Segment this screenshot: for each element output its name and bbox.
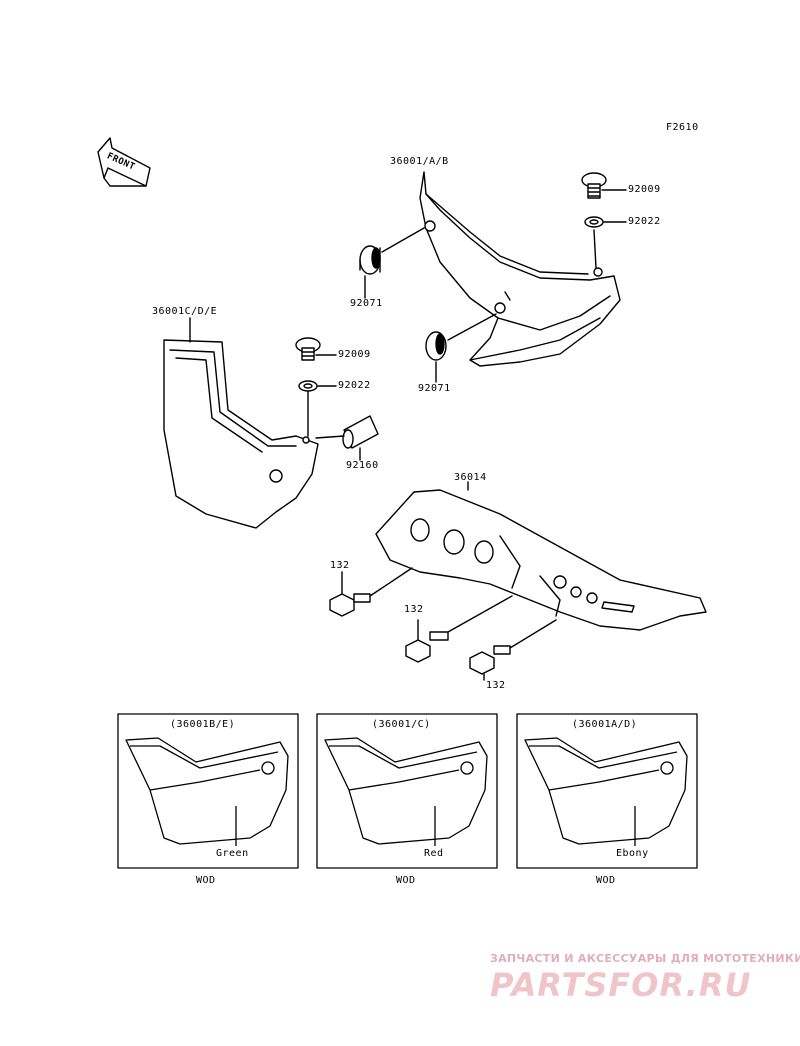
part-label-bolt-left[interactable]: 92009	[338, 349, 371, 360]
variant-cover-2-icon	[324, 737, 488, 846]
chain-guard	[375, 489, 707, 631]
variant-cover-1-icon	[125, 737, 289, 846]
diagram-code: F2610	[666, 122, 699, 133]
side-cover-upper	[419, 171, 621, 367]
washer-left-icon	[298, 380, 318, 392]
variant-2-color: Red	[424, 848, 444, 859]
part-label-grommet-lower[interactable]: 92071	[418, 383, 451, 394]
variant-2-part[interactable]: (36001/C)	[372, 719, 431, 730]
side-cover-left	[163, 339, 319, 529]
variant-1-part[interactable]: (36001B/E)	[170, 719, 236, 730]
watermark-tagline: ЗАПЧАСТИ И АКСЕССУАРЫ ДЛЯ МОТОТЕХНИКИ	[490, 952, 800, 965]
part-label-bolt-upper[interactable]: 92009	[628, 184, 661, 195]
part-label-cover-left[interactable]: 36001C/D/E	[152, 306, 218, 317]
bolt-132-a-icon	[329, 593, 371, 617]
front-arrow-icon	[97, 137, 151, 187]
variant-2-code: WOD	[396, 875, 416, 886]
variant-3-part[interactable]: (36001A/D)	[572, 719, 638, 730]
bolt-left-icon	[295, 337, 321, 361]
bolt-132-b-icon	[405, 631, 449, 663]
part-label-washer-upper[interactable]: 92022	[628, 216, 661, 227]
variant-cover-3-icon	[524, 737, 688, 846]
variant-1-color: Green	[216, 848, 249, 859]
variant-1-code: WOD	[196, 875, 216, 886]
part-label-chain-guard[interactable]: 36014	[454, 472, 487, 483]
variant-3-code: WOD	[596, 875, 616, 886]
part-label-bolt-132-b[interactable]: 132	[404, 604, 424, 615]
part-label-collar[interactable]: 92160	[346, 460, 379, 471]
collar-icon	[342, 415, 379, 449]
washer-upper-icon	[584, 216, 604, 228]
grommet-upper-icon	[359, 245, 381, 275]
part-label-cover-upper[interactable]: 36001/A/B	[390, 156, 449, 167]
part-label-bolt-132-a[interactable]: 132	[330, 560, 350, 571]
part-label-washer-left[interactable]: 92022	[338, 380, 371, 391]
part-label-bolt-132-c[interactable]: 132	[486, 680, 506, 691]
bolt-132-c-icon	[469, 645, 511, 675]
grommet-lower-icon	[425, 331, 447, 361]
variant-3-color: Ebony	[616, 848, 649, 859]
part-label-grommet-upper[interactable]: 92071	[350, 298, 383, 309]
watermark-logo: PARTSFOR.RU	[490, 966, 752, 1004]
bolt-upper-icon	[581, 172, 607, 199]
